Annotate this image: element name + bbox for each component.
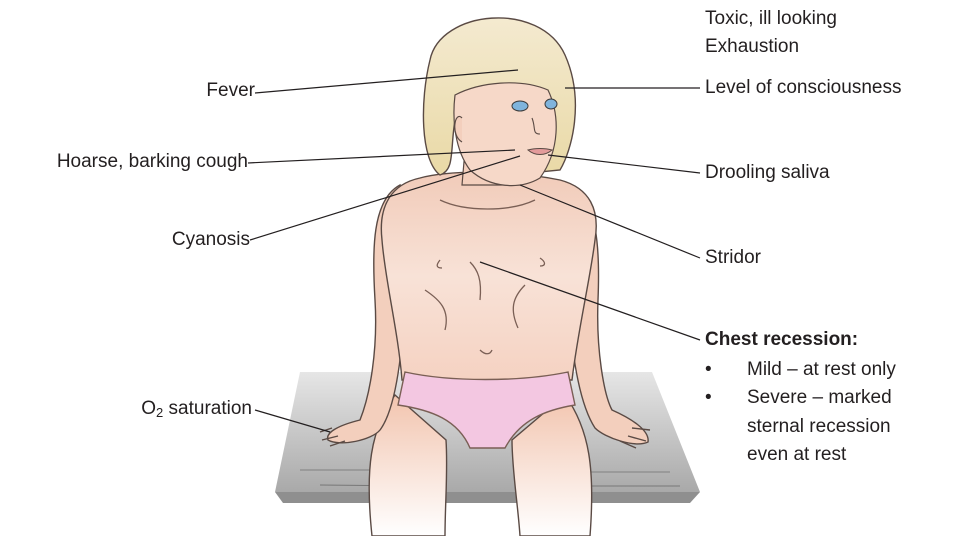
label-consciousness: Level of consciousness — [705, 77, 901, 99]
bullet-severe-text-3: even at rest — [747, 444, 846, 466]
label-exhaustion: Exhaustion — [705, 36, 799, 58]
label-o2-saturation: O2 saturation — [141, 398, 252, 424]
label-toxic: Toxic, ill looking — [705, 8, 837, 30]
label-fever: Fever — [206, 80, 255, 102]
label-drooling: Drooling saliva — [705, 162, 830, 184]
label-hoarse-cough: Hoarse, barking cough — [57, 151, 248, 173]
bullet-severe-text-2: sternal recession — [747, 416, 891, 438]
bullet-glyph: • — [705, 387, 712, 409]
head — [423, 18, 575, 186]
label-chest-recession: Chest recession: — [705, 329, 858, 351]
bullet-glyph: • — [705, 359, 712, 381]
leader-drooling — [548, 155, 700, 173]
bullet-severe: • Severe – marked — [705, 387, 945, 409]
bullet-mild-text: Mild – at rest only — [747, 359, 896, 381]
o2-suffix: saturation — [163, 398, 252, 419]
bullet-severe-text-1: Severe – marked — [747, 387, 892, 409]
label-cyanosis: Cyanosis — [172, 229, 250, 251]
bullet-mild: • Mild – at rest only — [705, 359, 945, 381]
o2-prefix: O — [141, 398, 156, 419]
label-stridor: Stridor — [705, 247, 761, 269]
